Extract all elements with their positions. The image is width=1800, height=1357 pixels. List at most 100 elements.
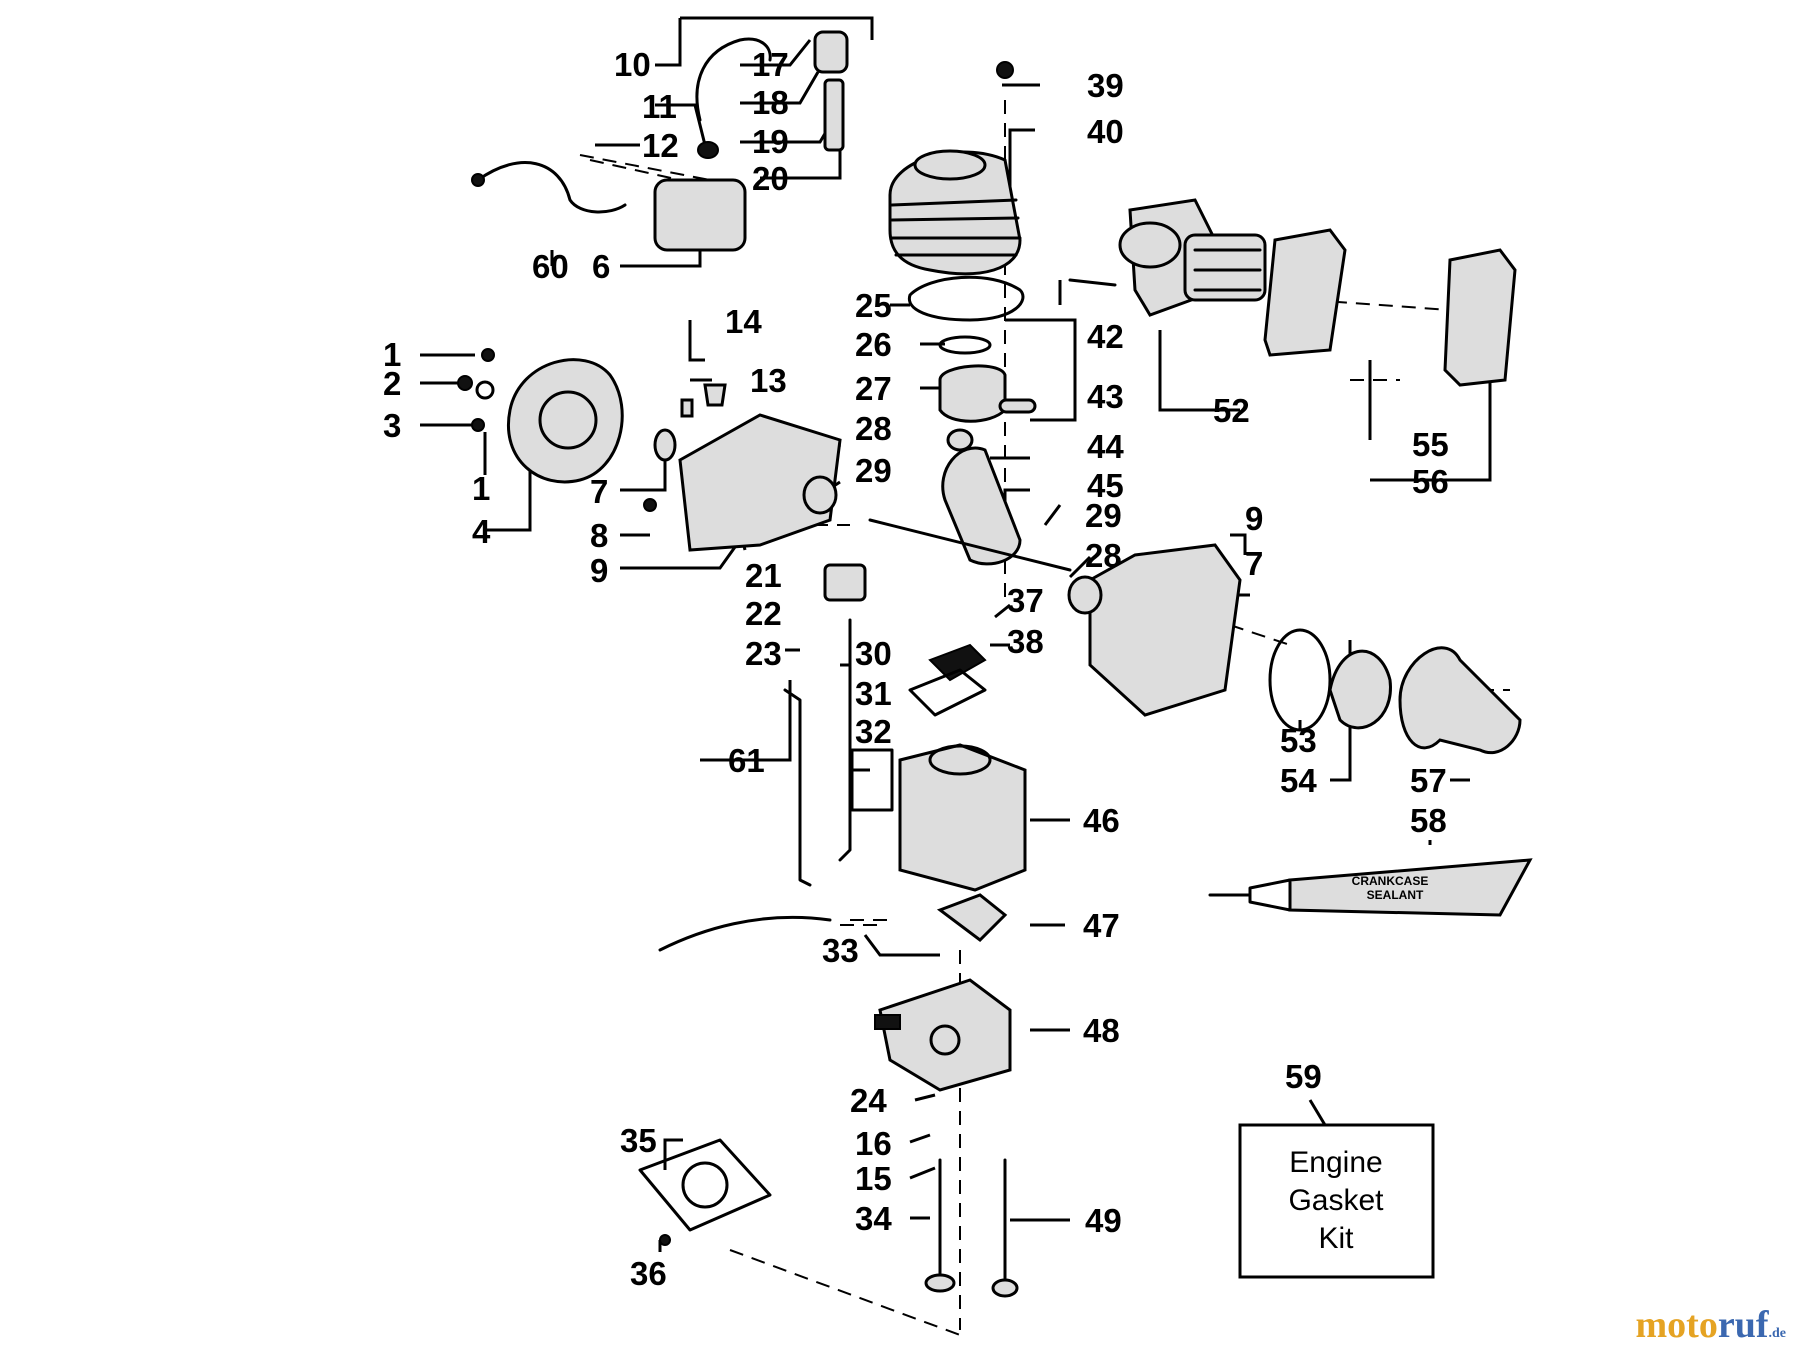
piston-ring: [938, 335, 992, 355]
callout-11: 11: [642, 88, 677, 125]
piston: [938, 364, 1007, 423]
callout-20: 20: [752, 160, 789, 197]
muffler-shield: [1443, 248, 1517, 387]
callout-4: 4: [472, 513, 491, 550]
callout-35: 35: [620, 1122, 657, 1159]
oil-seal-left: [653, 428, 677, 462]
callout-18: 18: [752, 84, 789, 121]
callout-28-upper: 28: [855, 410, 892, 447]
callout-6: 6: [592, 248, 610, 285]
callout-29-lower: 29: [1085, 497, 1122, 534]
spark-plug-cap: [813, 30, 849, 74]
callout-61: 61: [728, 742, 765, 779]
callout-56: 56: [1412, 463, 1449, 500]
callout-53: 53: [1280, 722, 1317, 759]
callout-46: 46: [1083, 802, 1120, 839]
muffler-cover-plate: [1263, 228, 1347, 357]
piston-pin: [998, 398, 1037, 414]
callout-55: 55: [1412, 426, 1449, 463]
callout-28-lower: 28: [1085, 537, 1122, 574]
cylinder: [888, 149, 1022, 276]
callout-21: 21: [745, 557, 782, 594]
callout-17: 17: [752, 46, 789, 83]
screw-36: [659, 1234, 671, 1246]
callout-49: 49: [1085, 1202, 1122, 1239]
muffler: [1118, 198, 1267, 317]
part-drawings: CRANKCASE SEALANT: [457, 30, 1533, 1298]
callout-40: 40: [1087, 113, 1124, 150]
bearing-left: [802, 475, 838, 515]
callout-12: 12: [642, 127, 679, 164]
callout-8: 8: [590, 517, 608, 554]
choke-rod: [838, 618, 852, 862]
carburetor: [874, 978, 1012, 1092]
callout-33: 33: [822, 932, 859, 969]
gasket-kit-box: Engine Gasket Kit: [1238, 1123, 1435, 1279]
gasket-kit-line3: Kit: [1318, 1222, 1354, 1255]
callout-7-right: 7: [1245, 545, 1263, 582]
callout-9-right: 9: [1245, 500, 1263, 537]
crankcase-left: [678, 413, 842, 552]
clutch-washer: [1268, 628, 1332, 732]
callouts: 10 17 11 18 12 19 20 60 6 39 40 25 42 26…: [383, 46, 1449, 1292]
watermark-logo: motoruf.de: [1636, 1303, 1786, 1347]
callout-30: 30: [855, 635, 892, 672]
callout-57: 57: [1410, 762, 1447, 799]
callout-48: 48: [1083, 1012, 1120, 1049]
callout-32: 32: [855, 713, 892, 750]
screw-8: [643, 498, 657, 512]
callout-59: 59: [1285, 1058, 1322, 1095]
callout-60: 60: [532, 248, 569, 285]
block-22: [823, 563, 867, 602]
intake-gasket: [850, 748, 894, 812]
bracket-13: [703, 383, 727, 407]
grommet: [697, 141, 719, 159]
callout-13: 13: [750, 362, 787, 399]
callout-22: 22: [745, 595, 782, 632]
callout-36: 36: [630, 1255, 667, 1292]
flywheel: [457, 348, 624, 484]
callout-1-lower: 1: [472, 470, 490, 507]
callout-34: 34: [855, 1200, 892, 1237]
callout-37: 37: [1007, 582, 1044, 619]
clutch-drum: [1398, 646, 1522, 755]
callout-24: 24: [850, 1082, 887, 1119]
gasket-kit-line2: Gasket: [1288, 1184, 1384, 1217]
callout-23: 23: [745, 635, 782, 672]
spark-plug-boot: [695, 37, 772, 122]
callout-26: 26: [855, 326, 892, 363]
callout-1-upper: 1: [383, 336, 401, 373]
callout-47: 47: [1083, 907, 1120, 944]
sealant-label-line1: CRANKCASE: [1352, 874, 1429, 888]
bearing-right: [1067, 575, 1103, 615]
watermark-part3: .de: [1768, 1326, 1787, 1341]
gasket-kit-line1: Engine: [1289, 1146, 1382, 1179]
crankshaft: [868, 428, 1072, 572]
sealant-label-line2: SEALANT: [1367, 888, 1424, 902]
callout-3: 3: [383, 407, 401, 444]
callout-16: 16: [855, 1125, 892, 1162]
clutch-shoe: [1328, 649, 1392, 730]
callout-58: 58: [1410, 802, 1447, 839]
diaphragm-cover: [936, 893, 1008, 942]
watermark-part1: moto: [1635, 1304, 1718, 1346]
callout-2: 2: [383, 365, 401, 402]
cylinder-gasket: [907, 275, 1025, 322]
watermark-part2: ruf: [1717, 1304, 1769, 1346]
callout-27: 27: [855, 370, 892, 407]
callout-9-left: 9: [590, 552, 608, 589]
callout-42: 42: [1087, 318, 1124, 355]
air-filter-gasket: [638, 1138, 772, 1232]
callout-7-left: 7: [590, 473, 608, 510]
callout-15: 15: [855, 1160, 892, 1197]
callout-39: 39: [1087, 67, 1124, 104]
callout-38: 38: [1007, 623, 1044, 660]
callout-14: 14: [725, 303, 762, 340]
sealant-tube: CRANKCASE SEALANT: [1208, 858, 1533, 917]
fuel-tank: [898, 743, 1027, 892]
bolt-14: [680, 398, 694, 418]
cylinder-bolt: [996, 61, 1014, 79]
callout-25: 25: [855, 287, 892, 324]
callout-52: 52: [1213, 392, 1250, 429]
